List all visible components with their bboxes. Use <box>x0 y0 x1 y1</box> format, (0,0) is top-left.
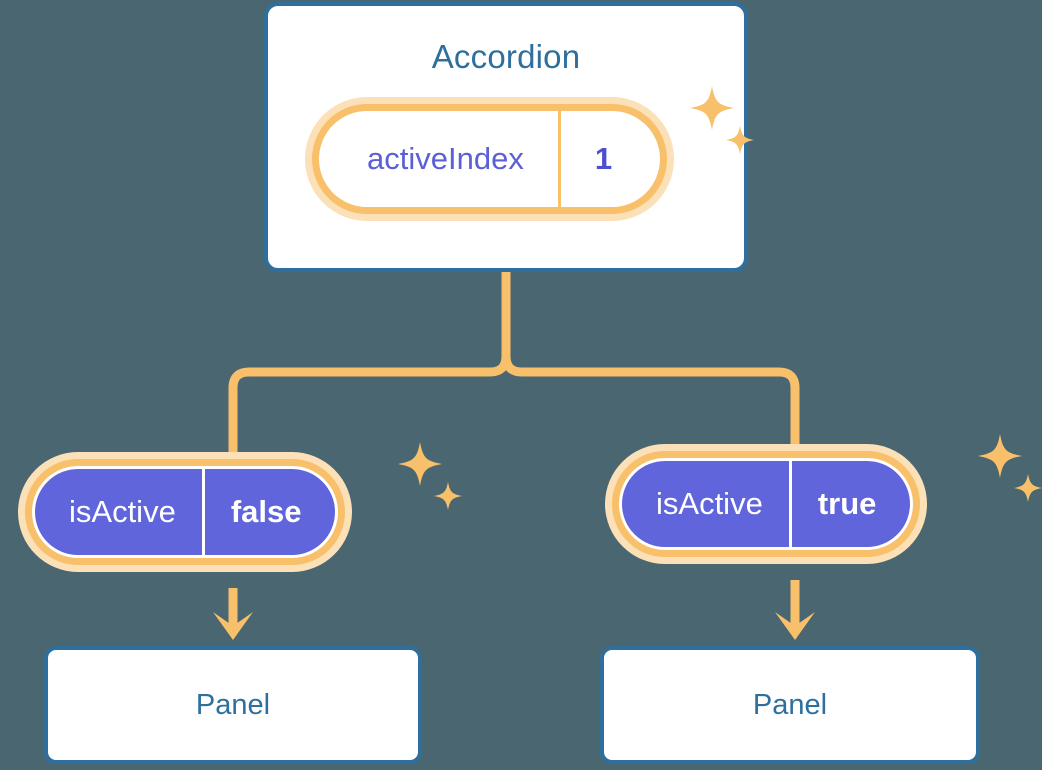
accordion-title: Accordion <box>431 38 581 75</box>
panel-node-right[interactable]: Panel <box>600 646 980 764</box>
pill-outer-ring: isActive true <box>605 444 928 564</box>
state-pill-activeindex[interactable]: activeIndex 1 <box>305 97 675 221</box>
pill-body: isActive false <box>32 466 339 558</box>
sparkle-group-left <box>396 440 466 525</box>
connector-branch-right <box>501 355 800 444</box>
pill-inner-ring: isActive false <box>25 459 346 565</box>
state-pill-isactive-true[interactable]: isActive true <box>605 444 928 564</box>
state-value-label: 1 <box>594 141 613 176</box>
pill-inner-ring: activeIndex 1 <box>312 104 668 214</box>
sparkle-large-icon <box>978 434 1022 478</box>
pill-body: isActive true <box>619 458 914 550</box>
pill-inner-ring: isActive true <box>612 451 921 557</box>
arrowhead-left-icon <box>213 612 253 640</box>
sparkle-group-right <box>976 432 1042 517</box>
arrowhead-right-icon <box>775 612 815 640</box>
state-key-label: isActive <box>35 469 205 555</box>
state-value-label: true <box>817 486 877 521</box>
panel-label: Panel <box>752 688 828 721</box>
panel-node-left[interactable]: Panel <box>44 646 422 764</box>
sparkle-small-icon <box>434 482 462 510</box>
pill-body: activeIndex 1 <box>319 111 661 207</box>
state-value-label: false <box>230 494 302 529</box>
sparkle-small-icon <box>1014 474 1042 502</box>
pill-outer-ring: activeIndex 1 <box>305 97 675 221</box>
state-pill-isactive-false[interactable]: isActive false <box>18 452 353 572</box>
pill-outer-ring: isActive false <box>18 452 353 572</box>
panel-label: Panel <box>195 688 271 721</box>
state-key-label: isActive <box>622 461 792 547</box>
connector-branch-left <box>228 355 511 452</box>
sparkle-large-icon <box>398 442 442 486</box>
state-key-label: activeIndex <box>319 111 561 207</box>
